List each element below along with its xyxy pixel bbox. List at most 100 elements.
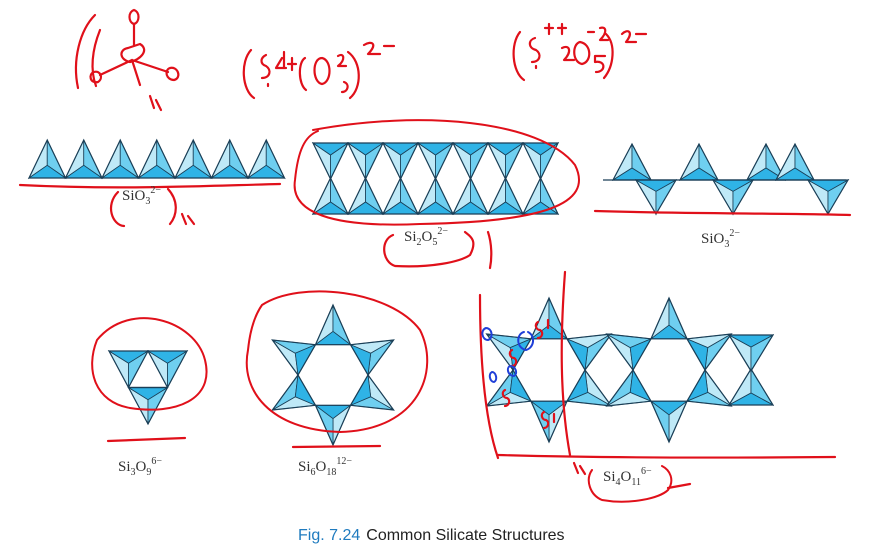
tetra-outline bbox=[605, 368, 652, 407]
ladder-bottom-tetra bbox=[486, 176, 525, 216]
label-si-mid bbox=[508, 348, 518, 368]
circle-ring-6 bbox=[245, 290, 429, 433]
ladder-top-tetra bbox=[486, 141, 525, 181]
tetra-outline bbox=[314, 404, 352, 447]
blue-o-small bbox=[506, 365, 518, 378]
tetra-outline bbox=[605, 333, 652, 372]
tetra-outline bbox=[530, 296, 568, 340]
tetra-outline bbox=[452, 176, 489, 215]
zigzag-up-tetra bbox=[678, 142, 720, 182]
tetra-outline bbox=[530, 400, 568, 444]
dchain-tetra bbox=[685, 333, 733, 372]
formula1-o bbox=[298, 56, 331, 92]
ladder-top-tetra bbox=[451, 141, 490, 181]
ring6-tetra bbox=[271, 339, 318, 377]
blue-o-left bbox=[481, 327, 493, 342]
tetra-outline bbox=[566, 368, 613, 407]
bracket-right-ladder bbox=[486, 230, 493, 270]
ladder-top-tetra bbox=[346, 141, 385, 181]
figure-title: Common Silicate Structures bbox=[366, 527, 565, 544]
tetra-outline bbox=[349, 339, 395, 377]
label-double-ladder: Si2O52− bbox=[404, 226, 448, 248]
tetra-outline bbox=[485, 333, 532, 372]
ladder-top-tetra bbox=[521, 141, 560, 181]
tetra-outline bbox=[417, 176, 454, 215]
tetra-outline bbox=[347, 142, 384, 181]
tetra-outline bbox=[64, 138, 103, 179]
hand-subscript-n bbox=[148, 94, 163, 112]
label-ring-6: Si6O1812− bbox=[298, 456, 352, 478]
chain-tetra bbox=[210, 138, 250, 180]
formula2-si bbox=[528, 36, 541, 70]
tetra-outline bbox=[347, 176, 384, 215]
ring6-tetra bbox=[314, 404, 352, 447]
formula2-plus4 bbox=[543, 22, 568, 36]
tetra-outline bbox=[210, 138, 249, 179]
dchain-tetra bbox=[727, 367, 775, 407]
formula2-subscript-5 bbox=[593, 54, 607, 74]
ring6-tetra bbox=[348, 373, 395, 411]
tetra-outline bbox=[382, 176, 419, 215]
tetra-outline bbox=[650, 400, 688, 444]
dchain-tetra bbox=[485, 333, 533, 372]
dchain-tetra bbox=[727, 333, 775, 373]
dchain-tetra bbox=[565, 368, 613, 407]
label-ring-3: Si3O96− bbox=[118, 456, 162, 478]
label-zigzag-chain: SiO32− bbox=[701, 228, 740, 250]
ladder-top-tetra bbox=[311, 141, 350, 181]
formula2-o bbox=[573, 40, 591, 66]
ladder-bottom-tetra bbox=[381, 176, 420, 216]
ladder-bottom-tetra bbox=[521, 176, 560, 216]
chain-tetra bbox=[173, 138, 213, 180]
ring3-tetra bbox=[127, 386, 169, 426]
chain-tetra bbox=[246, 138, 286, 180]
bracket-double-ladder bbox=[383, 230, 475, 268]
tetra-outline bbox=[349, 373, 395, 411]
dchain-tetra bbox=[529, 296, 569, 341]
hand-tetra-bonds bbox=[98, 58, 170, 87]
tetra-outline bbox=[686, 333, 733, 372]
ring6-tetra bbox=[271, 373, 318, 411]
ring3-tetra bbox=[146, 349, 189, 389]
ring6-tetra bbox=[314, 303, 352, 346]
formula2-subscript-2 bbox=[560, 45, 576, 62]
ring3-tetra bbox=[107, 349, 150, 389]
tetra-outline bbox=[487, 142, 524, 181]
tetra-outline bbox=[417, 142, 454, 181]
formula2-open-paren bbox=[512, 30, 526, 82]
formula2-close-paren bbox=[602, 32, 614, 80]
hand-tetra-o-left bbox=[89, 70, 103, 84]
subscript-n-single bbox=[180, 212, 196, 226]
formula1-open-paren bbox=[242, 48, 256, 100]
zigzag-up-tetra bbox=[774, 142, 816, 182]
tetra-outline bbox=[271, 373, 317, 411]
tetra-outline bbox=[727, 367, 775, 406]
dchain-tetra bbox=[605, 333, 653, 372]
chain-tetra bbox=[100, 138, 140, 180]
formula1-charge bbox=[274, 50, 298, 72]
tetra-outline bbox=[146, 350, 189, 389]
label-double-chain: Si4O116− bbox=[603, 466, 652, 488]
chain-tetra bbox=[64, 138, 104, 180]
underline-single-chain bbox=[18, 182, 282, 189]
blue-o-top bbox=[517, 331, 534, 352]
tetra-outline bbox=[522, 142, 559, 181]
dchain-tetra bbox=[685, 368, 733, 407]
hand-tetra-o-right bbox=[165, 66, 180, 82]
dchain-tetra bbox=[565, 333, 613, 372]
underline-ring-6 bbox=[291, 444, 382, 449]
ladder-bottom-tetra bbox=[346, 176, 385, 216]
hand-tetra-top-o bbox=[128, 8, 140, 47]
ladder-bottom-tetra bbox=[416, 176, 455, 216]
tetra-outline bbox=[314, 303, 352, 346]
formula2-minus2 bbox=[586, 26, 610, 42]
blue-o-mid bbox=[488, 371, 498, 384]
circle-dchain-label bbox=[587, 465, 673, 503]
zigzag-down-tetra bbox=[634, 178, 678, 216]
label-si-bottom bbox=[540, 410, 556, 430]
tetra-outline bbox=[137, 138, 176, 179]
zigzag-down-tetra bbox=[711, 178, 755, 216]
ladder-top-tetra bbox=[381, 141, 420, 181]
